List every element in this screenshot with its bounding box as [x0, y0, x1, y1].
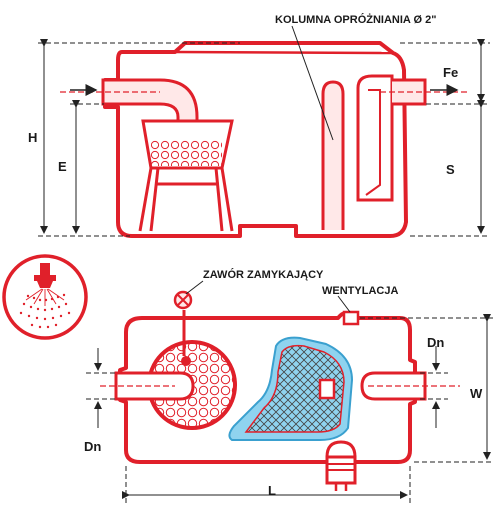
ventilation-label: WENTYLACJA — [322, 285, 399, 297]
spray-nozzle-detail — [2, 254, 88, 340]
dimension-h-label: H — [28, 130, 38, 145]
dimension-fe-label: Fe — [443, 65, 459, 80]
dimension-dn-right-label: Dn — [427, 335, 445, 350]
side-view — [60, 25, 470, 238]
shutoff-valve — [173, 290, 193, 366]
shutoff-valve-label: ZAWÓR ZAMYKAJĄCY — [203, 269, 324, 281]
dimension-dn-left-label: Dn — [84, 439, 102, 454]
ventilation-leader — [337, 295, 351, 313]
top-view-outlet-pipe — [360, 371, 427, 401]
top-view-dimensions — [86, 314, 493, 503]
top-view-coalescing-filter — [244, 344, 345, 433]
shutoff-valve-leader — [185, 280, 204, 295]
drain-column-label: KOLUMNA OPRÓŻNIANIA Ø 2" — [275, 14, 437, 26]
top-view — [100, 280, 460, 491]
side-view-basket-dots — [151, 140, 222, 166]
side-view-lid-line — [174, 50, 394, 55]
dimension-w-label: W — [470, 386, 483, 401]
dimension-l-label: L — [268, 483, 276, 498]
side-view-oil-chamber — [356, 74, 394, 202]
top-view-drain-column — [325, 440, 357, 491]
ventilation-cap — [342, 310, 360, 326]
dimension-e-label: E — [58, 159, 67, 174]
drain-column-leader — [291, 25, 334, 141]
side-view-drain-column — [321, 80, 345, 230]
top-view-float — [318, 378, 336, 400]
side-view-dimensions — [38, 39, 490, 237]
dimension-s-label: S — [446, 162, 455, 177]
side-view-oil-zigzag — [365, 89, 381, 196]
side-view-basket-stand — [138, 167, 234, 232]
